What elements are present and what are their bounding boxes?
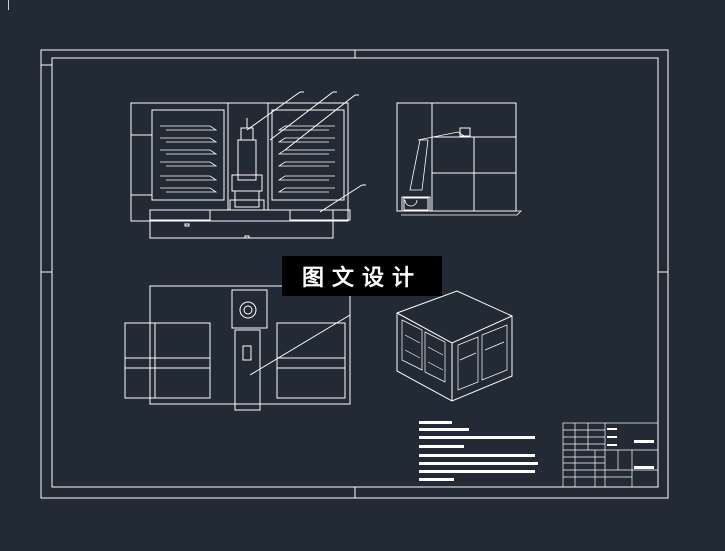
isometric-view xyxy=(396,290,513,402)
cursor-marker xyxy=(8,0,9,10)
technical-notes xyxy=(419,421,538,481)
front-view xyxy=(130,91,366,239)
title-block xyxy=(562,422,659,488)
side-view xyxy=(396,102,522,216)
top-view xyxy=(124,285,351,411)
watermark-label: 图文设计 xyxy=(282,256,442,296)
